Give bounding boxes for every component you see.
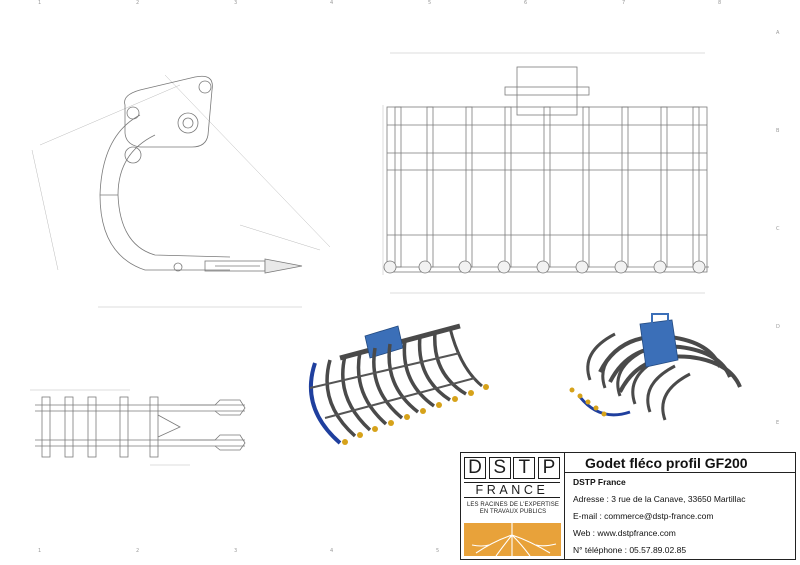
ruler-top-2: 2 bbox=[136, 0, 140, 6]
company-logo: D S T P FRANCE LES RACINES DE L'EXPERTIS… bbox=[461, 453, 565, 559]
top-view-drawing bbox=[30, 385, 260, 470]
logo-letter-s: S bbox=[488, 457, 511, 479]
ruler-bottom-2: 2 bbox=[136, 548, 140, 554]
ruler-bottom-5: 5 bbox=[436, 548, 440, 554]
ruler-right-c: C bbox=[776, 226, 780, 232]
ruler-top-3: 3 bbox=[234, 0, 238, 6]
ruler-right-e: E bbox=[776, 420, 780, 426]
company-phone: N° téléphone : 05.57.89.02.85 bbox=[573, 545, 687, 555]
ruler-right-a: A bbox=[776, 30, 780, 36]
company-website: Web : www.dstpfrance.com bbox=[573, 528, 676, 538]
logo-letter-d: D bbox=[464, 457, 486, 479]
side-view-drawing bbox=[30, 55, 340, 320]
ruler-right-b: B bbox=[776, 128, 780, 134]
ruler-top-6: 6 bbox=[524, 0, 528, 6]
company-name: DSTP France bbox=[573, 477, 626, 487]
logo-letter-p: P bbox=[537, 457, 560, 479]
roots-illustration bbox=[464, 523, 561, 556]
logo-tagline: LES RACINES DE L'EXPERTISE EN TRAVAUX PU… bbox=[463, 502, 563, 516]
logo-tagline-line2: EN TRAVAUX PUBLICS bbox=[479, 509, 547, 515]
front-view-drawing bbox=[375, 45, 720, 300]
ruler-top-8: 8 bbox=[718, 0, 722, 6]
ruler-top-5: 5 bbox=[428, 0, 432, 6]
ruler-bottom-3: 3 bbox=[234, 548, 238, 554]
ruler-bottom-1: 1 bbox=[38, 548, 42, 554]
title-row: Godet fléco profil GF200 bbox=[565, 453, 795, 473]
ruler-right-d: D bbox=[776, 324, 780, 330]
ruler-top-1: 1 bbox=[38, 0, 42, 6]
logo-letter-t: T bbox=[513, 457, 536, 479]
logo-letters: D S T P bbox=[464, 457, 560, 479]
logo-tagline-line1: LES RACINES DE L'EXPERTISE bbox=[467, 502, 559, 508]
render-3d-front bbox=[300, 318, 500, 458]
ruler-top-7: 7 bbox=[622, 0, 626, 6]
ruler-bottom-4: 4 bbox=[330, 548, 334, 554]
logo-word: FRANCE bbox=[464, 482, 560, 498]
company-email: E-mail : commerce@dstp-france.com bbox=[573, 511, 714, 521]
company-address: Adresse : 3 rue de la Canave, 33650 Mart… bbox=[573, 494, 746, 504]
ruler-top-4: 4 bbox=[330, 0, 334, 6]
render-3d-back bbox=[560, 312, 760, 437]
title-block: D S T P FRANCE LES RACINES DE L'EXPERTIS… bbox=[460, 452, 796, 560]
drawing-title: Godet fléco profil GF200 bbox=[585, 455, 748, 471]
